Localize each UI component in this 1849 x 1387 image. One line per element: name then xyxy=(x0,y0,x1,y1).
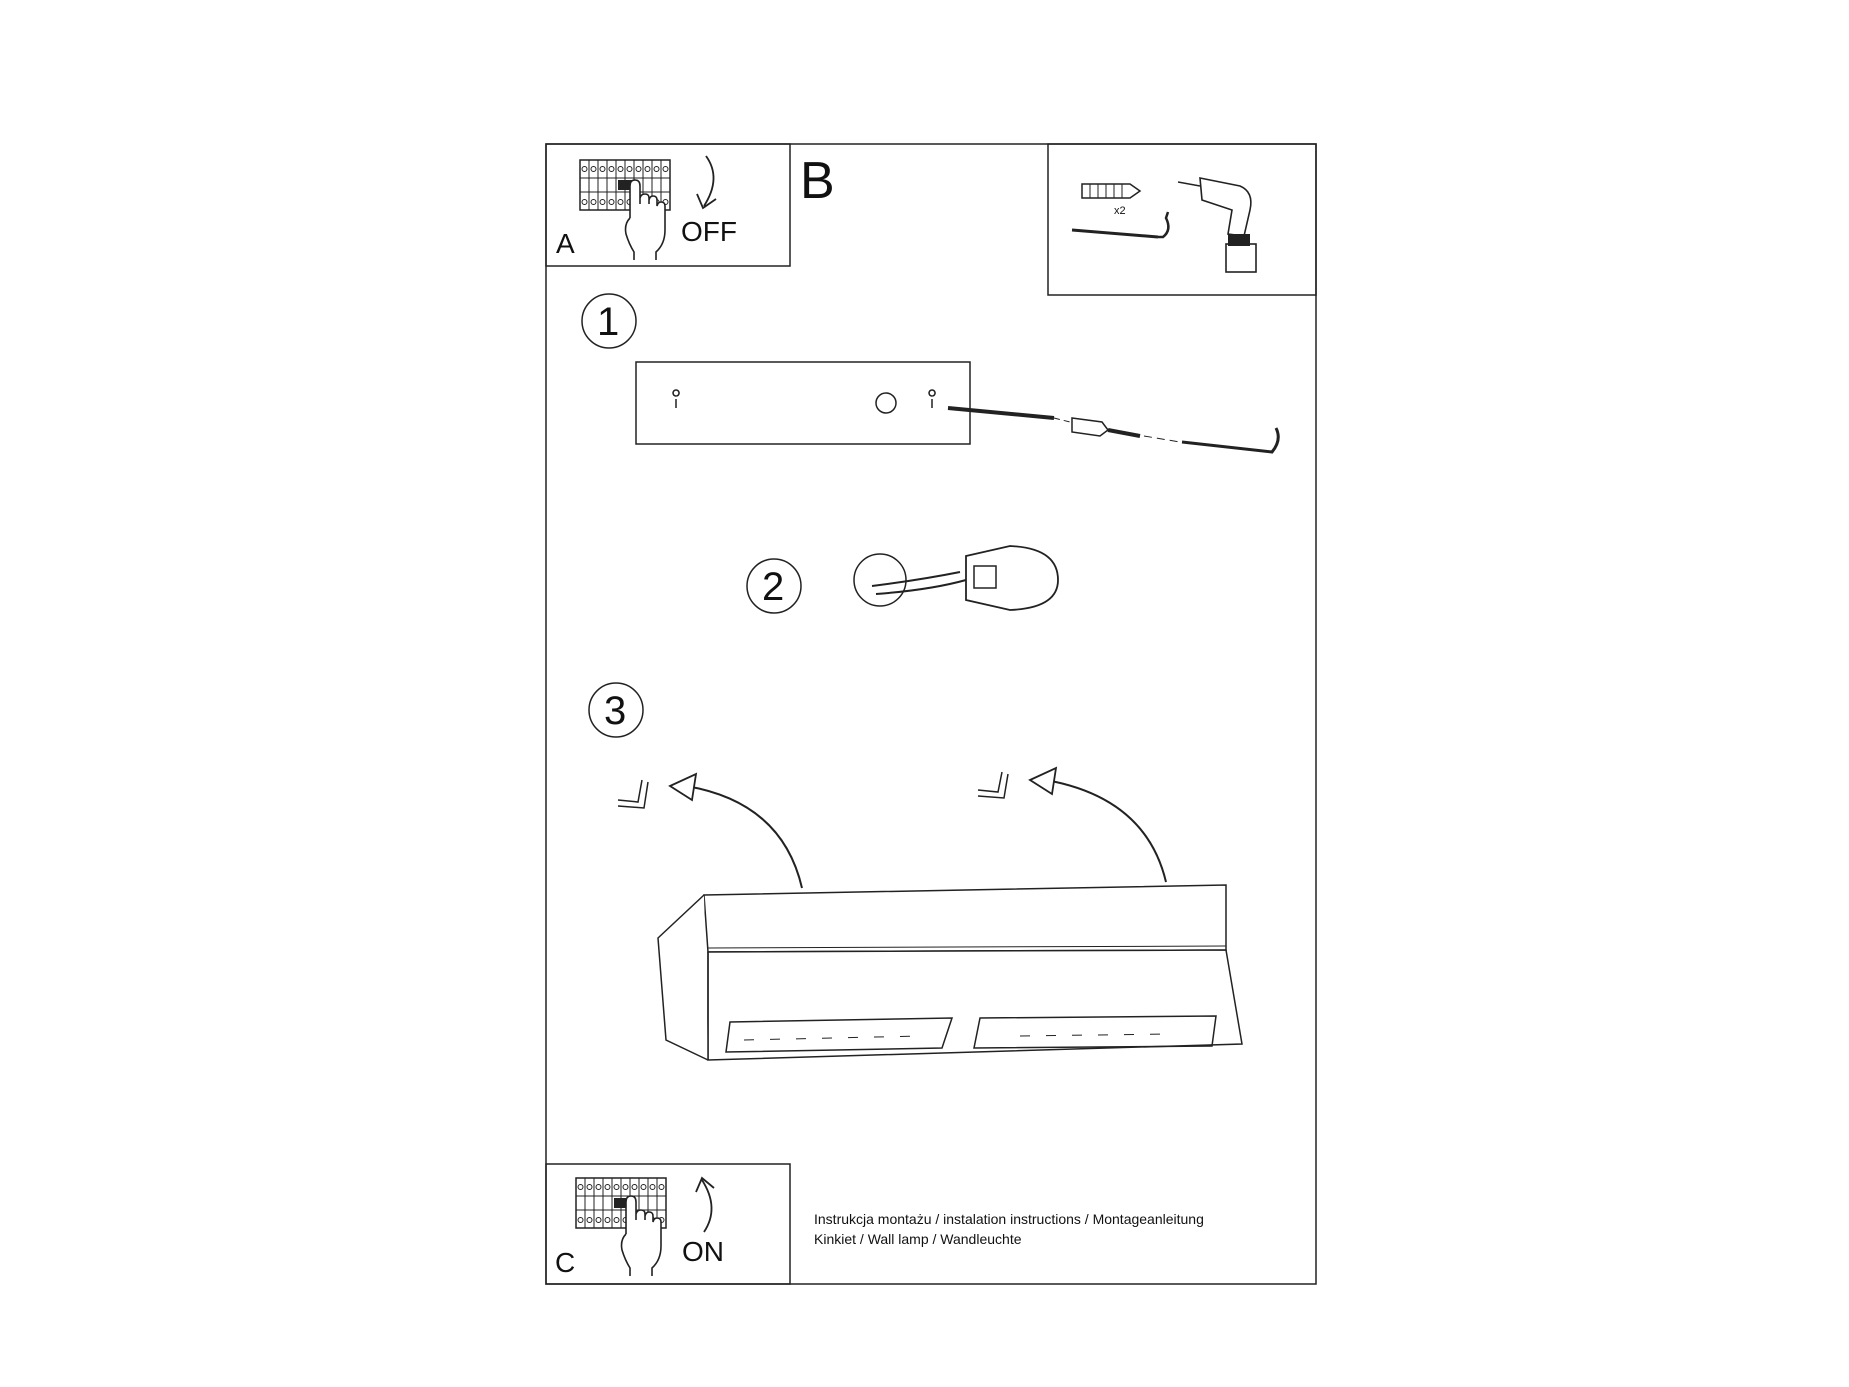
wall-lamp xyxy=(657,884,1243,1061)
product-type: Kinkiet / Wall lamp / Wandleuchte xyxy=(814,1231,1022,1247)
panel-switch-on: ON C xyxy=(545,1163,791,1285)
arrow-down-icon xyxy=(696,155,717,210)
page-frame xyxy=(545,143,1317,1285)
drill-icon xyxy=(1177,177,1257,273)
on-label: ON xyxy=(682,1236,724,1267)
panel-switch-off: OFF A xyxy=(545,143,791,267)
panel-a-label: A xyxy=(556,228,575,259)
lamp-socket xyxy=(965,545,1059,611)
arrow-curved-icon xyxy=(685,785,803,889)
arrow-curved-icon xyxy=(1045,779,1167,883)
mounting-bracket xyxy=(635,361,971,445)
step-2-number: 2 xyxy=(762,565,784,609)
panel-c-label: C xyxy=(555,1247,575,1278)
step-1: 1 xyxy=(581,293,1280,454)
panel-b-label: B xyxy=(800,152,835,210)
hook-screw-icon xyxy=(977,771,1009,799)
hook-screw-icon xyxy=(617,779,649,809)
step-3-number: 3 xyxy=(604,689,626,733)
step-1-number: 1 xyxy=(597,300,619,344)
hook-screw-icon xyxy=(1181,427,1280,454)
wall-plug-icon xyxy=(1071,417,1110,437)
step-2: 2 xyxy=(746,545,1059,614)
off-label: OFF xyxy=(681,216,737,247)
instructions-title: Instrukcja montażu / instalation instruc… xyxy=(814,1211,1204,1227)
quantity-label: x2 xyxy=(1114,205,1126,217)
wall-plug-icon xyxy=(1081,183,1142,199)
step-3: 3 xyxy=(588,682,1243,1061)
hook-screw-icon xyxy=(1071,211,1170,239)
arrow-up-icon xyxy=(695,1176,715,1233)
panel-tools: x2 xyxy=(1047,143,1317,296)
